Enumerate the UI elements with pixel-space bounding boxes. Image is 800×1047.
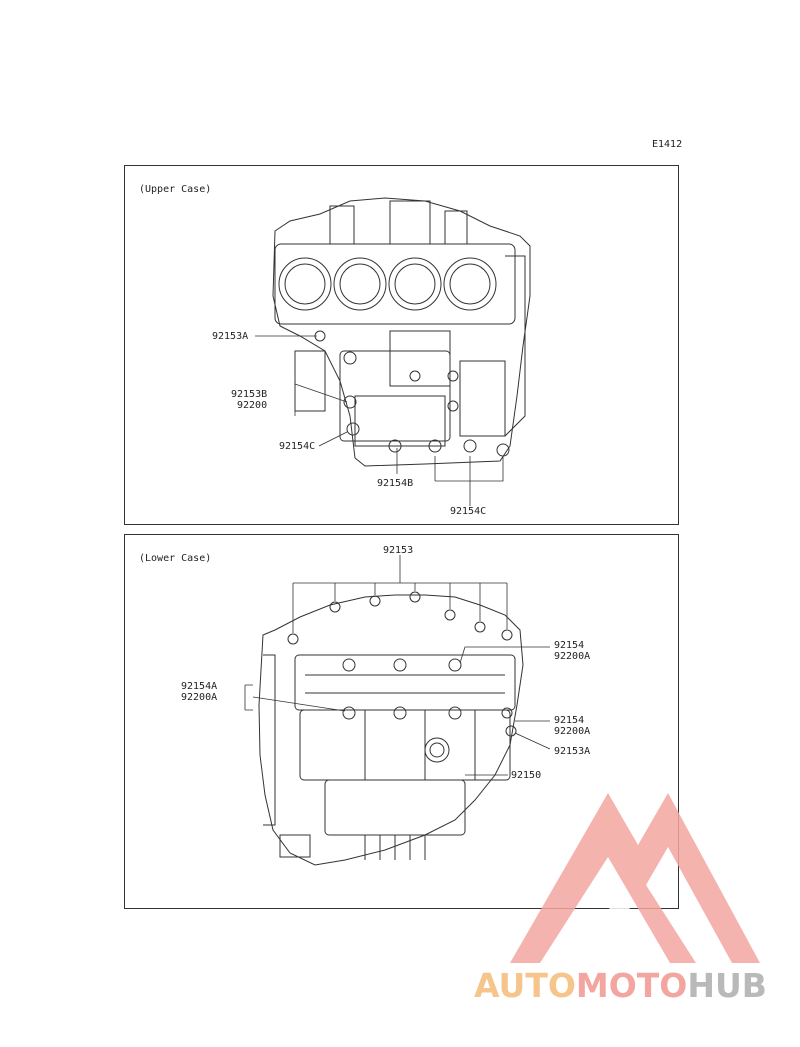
upper-case-panel: (Upper Case) xyxy=(124,165,679,525)
label-92154A: 92154A xyxy=(181,681,218,692)
label-92200A-mid: 92200A xyxy=(554,726,591,737)
upper-case-title: (Upper Case) xyxy=(139,184,212,195)
lower-case-title: (Lower Case) xyxy=(139,553,212,564)
label-92153B: 92153B xyxy=(231,389,268,400)
label-92154C-bottom: 92154C xyxy=(450,506,487,517)
lower-case-drawing xyxy=(244,555,551,866)
watermark-moto: MOTO xyxy=(575,966,688,1005)
automotohub-watermark: AUTOMOTOHUB xyxy=(474,966,767,1005)
diagram-code: E1412 xyxy=(652,139,683,150)
watermark-hub: HUB xyxy=(687,966,767,1005)
label-92153A-lower: 92153A xyxy=(554,746,591,757)
automotohub-logo-mark xyxy=(510,793,760,963)
label-92153A-upper: 92153A xyxy=(212,331,249,342)
label-92154-mid: 92154 xyxy=(554,715,585,726)
label-92154B: 92154B xyxy=(377,478,414,489)
label-92200A-top: 92200A xyxy=(554,651,591,662)
label-92154-top: 92154 xyxy=(554,640,585,651)
label-92200: 92200 xyxy=(237,400,268,411)
label-92200A-left: 92200A xyxy=(181,692,218,703)
watermark-auto: AUTO xyxy=(474,966,576,1005)
label-92153-lower: 92153 xyxy=(383,545,414,556)
upper-case-drawing xyxy=(255,197,531,506)
label-92150: 92150 xyxy=(511,770,542,781)
label-92154C-left: 92154C xyxy=(279,441,316,452)
